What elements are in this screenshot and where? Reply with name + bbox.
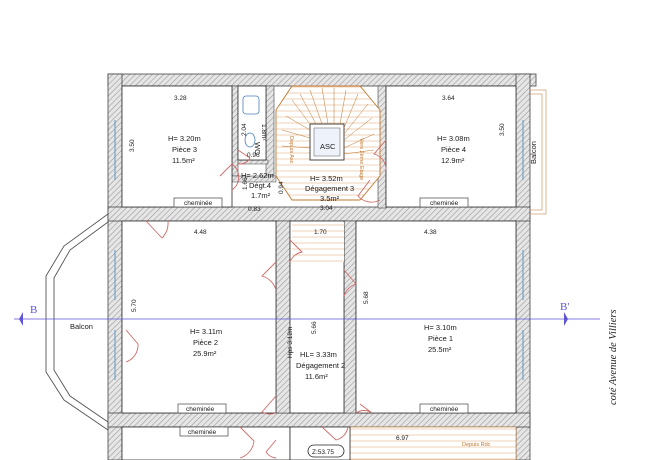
- wc-area: 1.8m²: [260, 124, 267, 141]
- corridor-tiles: [292, 222, 344, 262]
- deg3-name: Dégagement 3: [305, 184, 354, 193]
- deg3-height: H= 3.52m: [310, 174, 343, 183]
- balcony-left: [45, 213, 109, 431]
- deg2-dim-a: 5.66: [311, 321, 318, 334]
- deg2-area: 11.6m²: [305, 372, 328, 381]
- piece2-width-dim: 4.48: [194, 229, 207, 236]
- z-mark: Z:53.75: [312, 449, 334, 456]
- piece4-side-dim: 3.50: [499, 123, 506, 136]
- piece1-height: H= 3.10m: [424, 323, 457, 332]
- piece4-height: H= 3.08m: [437, 134, 470, 143]
- street-label: coté Avenue de Villiers: [608, 309, 619, 405]
- windows: [114, 120, 524, 380]
- piece4-name: Pièce 4: [441, 145, 466, 154]
- deg2-height: HL= 3.33m: [300, 350, 337, 359]
- wc-dim-b: 0.96: [247, 152, 260, 159]
- piece3-height: H= 3.20m: [168, 134, 201, 143]
- piece3-width-dim: 3.28: [174, 95, 187, 102]
- piece3-name: Pièce 3: [172, 145, 197, 154]
- deg4-name: Dégt.4: [249, 181, 271, 190]
- piece4-width-dim: 3.64: [442, 95, 455, 102]
- bottom-dim: 6.97: [396, 435, 409, 442]
- stairwell: [275, 85, 381, 201]
- piece3-side-dim: 3.50: [129, 139, 136, 152]
- landing-tiles: [349, 426, 517, 460]
- deg4-dim-b: 0.94: [278, 181, 285, 194]
- stair-text-vers-etage: Vers 2ème Etage: [358, 138, 364, 180]
- deg2-dim-b: 1.70: [314, 229, 327, 236]
- deg2-hps: Hps 3.12m: [287, 327, 294, 358]
- stair-steps: [281, 87, 375, 155]
- stair-text-depuis-asc: Depuis Asc: [288, 136, 294, 164]
- asc-label: ASC: [320, 142, 336, 151]
- balcony-right: [530, 89, 547, 215]
- section-mark-b: B: [30, 304, 37, 316]
- cheminee-label-5: cheminée: [188, 429, 217, 436]
- piece1-area: 25.5m²: [428, 345, 452, 354]
- balcony-left-label: Balcon: [70, 322, 93, 331]
- wc-fixtures: [242, 95, 260, 148]
- piece2-height: H= 3.11m: [190, 327, 222, 336]
- cheminee-label-2: cheminée: [430, 200, 459, 207]
- z-mark-box: [307, 444, 345, 458]
- piece1-side-dim: 5.68: [363, 291, 370, 304]
- stair-text-depuis-rdc: Depuis Rdc: [462, 442, 491, 448]
- section-line: [14, 312, 600, 326]
- deg4-dim-a: 1.66: [242, 177, 249, 190]
- deg3-width-dim: 3.04: [320, 205, 333, 212]
- piece1-name: Pièce 1: [428, 334, 453, 343]
- cheminee-label-3: cheminée: [186, 406, 215, 413]
- wc-dim-a: 2.04: [241, 123, 248, 136]
- piece2-side-dim: 5.70: [131, 299, 138, 312]
- wc-name: WC: [253, 142, 262, 155]
- piece4-area: 12.9m²: [441, 156, 465, 165]
- deg4-height: H= 2.62m: [241, 171, 274, 180]
- deg4-area: 1.7m²: [251, 191, 271, 200]
- piece1-width-dim: 4.38: [424, 229, 437, 236]
- doors: [125, 139, 387, 459]
- deg3-area: 3.5m²: [320, 194, 340, 203]
- balcony-right-label: Balcon: [529, 141, 538, 164]
- deg4-dim-c: 0.83: [248, 206, 261, 213]
- lower-rooms: [121, 426, 351, 460]
- fireplaces: [173, 197, 469, 437]
- piece2-area: 25.9m²: [193, 349, 217, 358]
- piece3-area: 11.5m²: [172, 156, 195, 165]
- section-mark-b-prime: B': [560, 301, 569, 313]
- piece2-name: Pièce 2: [193, 338, 218, 347]
- deg2-name: Dégagement 2: [296, 361, 345, 370]
- cheminee-label-1: cheminée: [184, 200, 213, 207]
- cheminee-label-4: cheminée: [430, 406, 459, 413]
